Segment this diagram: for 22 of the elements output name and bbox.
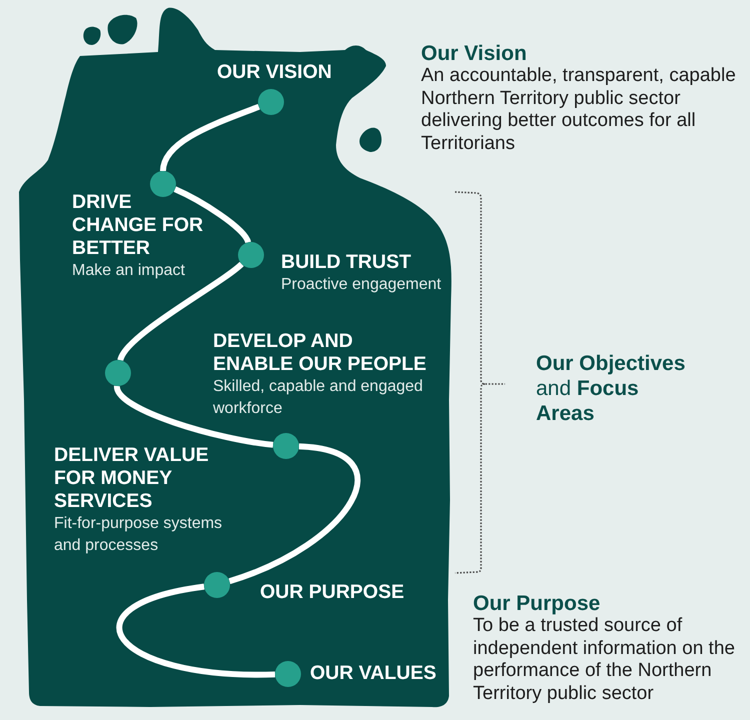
milestone-description: Proactive engagement [281, 275, 442, 295]
milestone-title: DELIVER VALUE FOR MONEY SERVICES [54, 444, 210, 513]
milestone-description: Skilled, capable and engaged workforce [213, 377, 424, 419]
winding-path [114, 385, 274, 448]
winding-path [118, 262, 244, 362]
milestone-title: DEVELOP AND ENABLE OUR PEOPLE [213, 330, 428, 376]
body-text: To be a trusted source of independent information on the performance of the Northern Territory public sector [473, 615, 736, 706]
milestone-title: OUR PURPOSE [260, 581, 406, 604]
winding-path [228, 443, 360, 584]
section-heading: Our Purpose [473, 592, 602, 615]
winding-path [174, 186, 251, 244]
milestone-title: DRIVE CHANGE FOR BETTER [72, 191, 204, 260]
milestone-title: OUR VALUES [310, 662, 438, 685]
milestone-description: Fit-for-purpose systems and processes [54, 514, 224, 556]
milestone-description: Make an impact [72, 261, 186, 281]
winding-path [160, 104, 260, 172]
winding-path [116, 584, 276, 678]
milestone-title: BUILD TRUST [281, 251, 412, 274]
body-text: An accountable, transparent, capable Northern Territory public sector delivering better outcomes for all Territorians [421, 65, 737, 156]
section-heading: Our Objectives and Focus Areas [536, 351, 686, 426]
section-heading: Our Vision [421, 42, 528, 65]
milestone-title: OUR VISION [217, 61, 333, 84]
